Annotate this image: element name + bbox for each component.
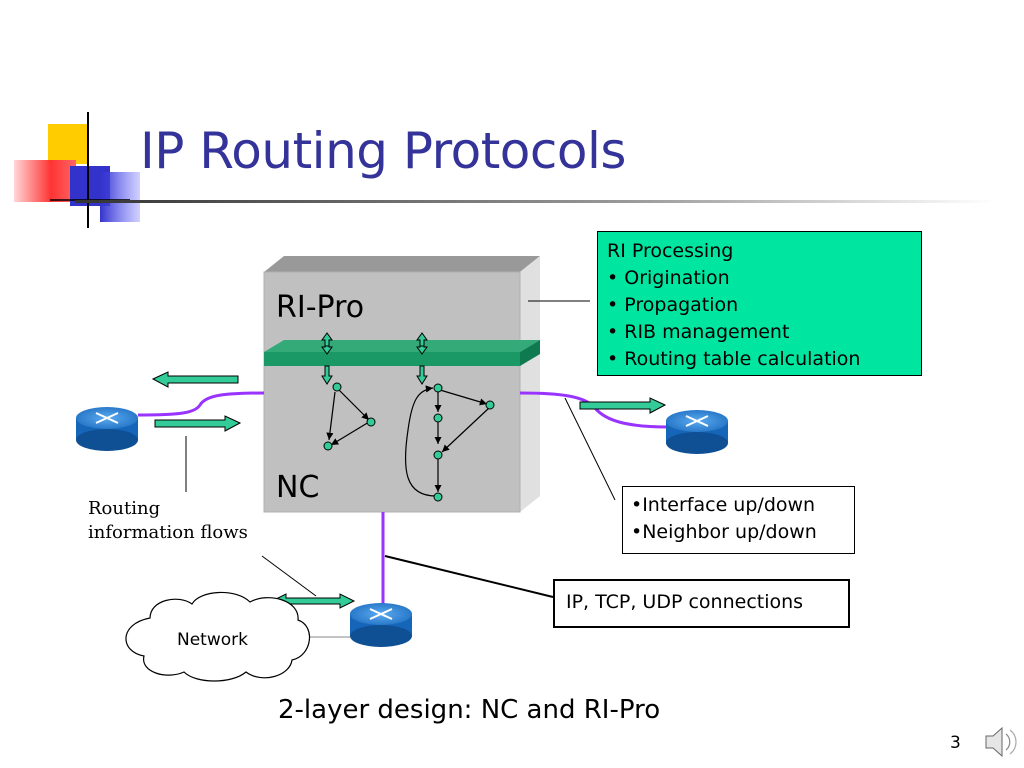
nc-label: NC bbox=[276, 470, 320, 505]
graph-left-nodes bbox=[323, 382, 376, 451]
caption-line: information flows bbox=[88, 522, 248, 543]
slide-subtitle: 2-layer design: NC and RI-Pro bbox=[278, 695, 661, 725]
flow-arrows bbox=[151, 371, 667, 609]
ri-processing-box: RI Processing • Origination • Propagatio… bbox=[597, 231, 922, 376]
ri-processing-item: • Propagation bbox=[607, 294, 739, 316]
network-label: Network bbox=[177, 630, 248, 650]
nc-ri-pro-block bbox=[263, 256, 540, 513]
interface-event-item: •Interface up/down bbox=[631, 494, 816, 516]
router-icon bbox=[350, 603, 412, 647]
ri-processing-item: • Origination bbox=[607, 267, 730, 289]
connections-box: IP, TCP, UDP connections bbox=[553, 579, 850, 628]
caption-line: Routing bbox=[88, 498, 161, 519]
ri-processing-item: • Routing table calculation bbox=[607, 348, 861, 370]
interface-event-item: •Neighbor up/down bbox=[631, 521, 817, 543]
graph-right bbox=[404, 385, 490, 497]
interface-events-box: •Interface up/down •Neighbor up/down bbox=[622, 486, 855, 554]
router-icon bbox=[666, 410, 728, 454]
ri-pro-label: RI-Pro bbox=[276, 290, 365, 325]
routing-flows-caption: Routing information flows bbox=[88, 497, 248, 545]
slide-template-squares bbox=[14, 112, 140, 228]
connections-text: IP, TCP, UDP connections bbox=[566, 591, 804, 613]
ri-processing-heading: RI Processing bbox=[607, 240, 734, 262]
ri-processing-item: • RIB management bbox=[607, 321, 790, 343]
platform-arrows bbox=[321, 332, 428, 385]
title-underline bbox=[75, 200, 995, 203]
slide-title: IP Routing Protocols bbox=[140, 122, 626, 180]
graph-right-nodes bbox=[433, 383, 495, 502]
speaker-icon[interactable] bbox=[985, 726, 1017, 758]
router-icon bbox=[76, 407, 138, 451]
connector-lines bbox=[185, 300, 616, 638]
cloud-icon bbox=[125, 591, 311, 682]
page-number: 3 bbox=[950, 733, 961, 753]
graph-left bbox=[326, 387, 370, 446]
